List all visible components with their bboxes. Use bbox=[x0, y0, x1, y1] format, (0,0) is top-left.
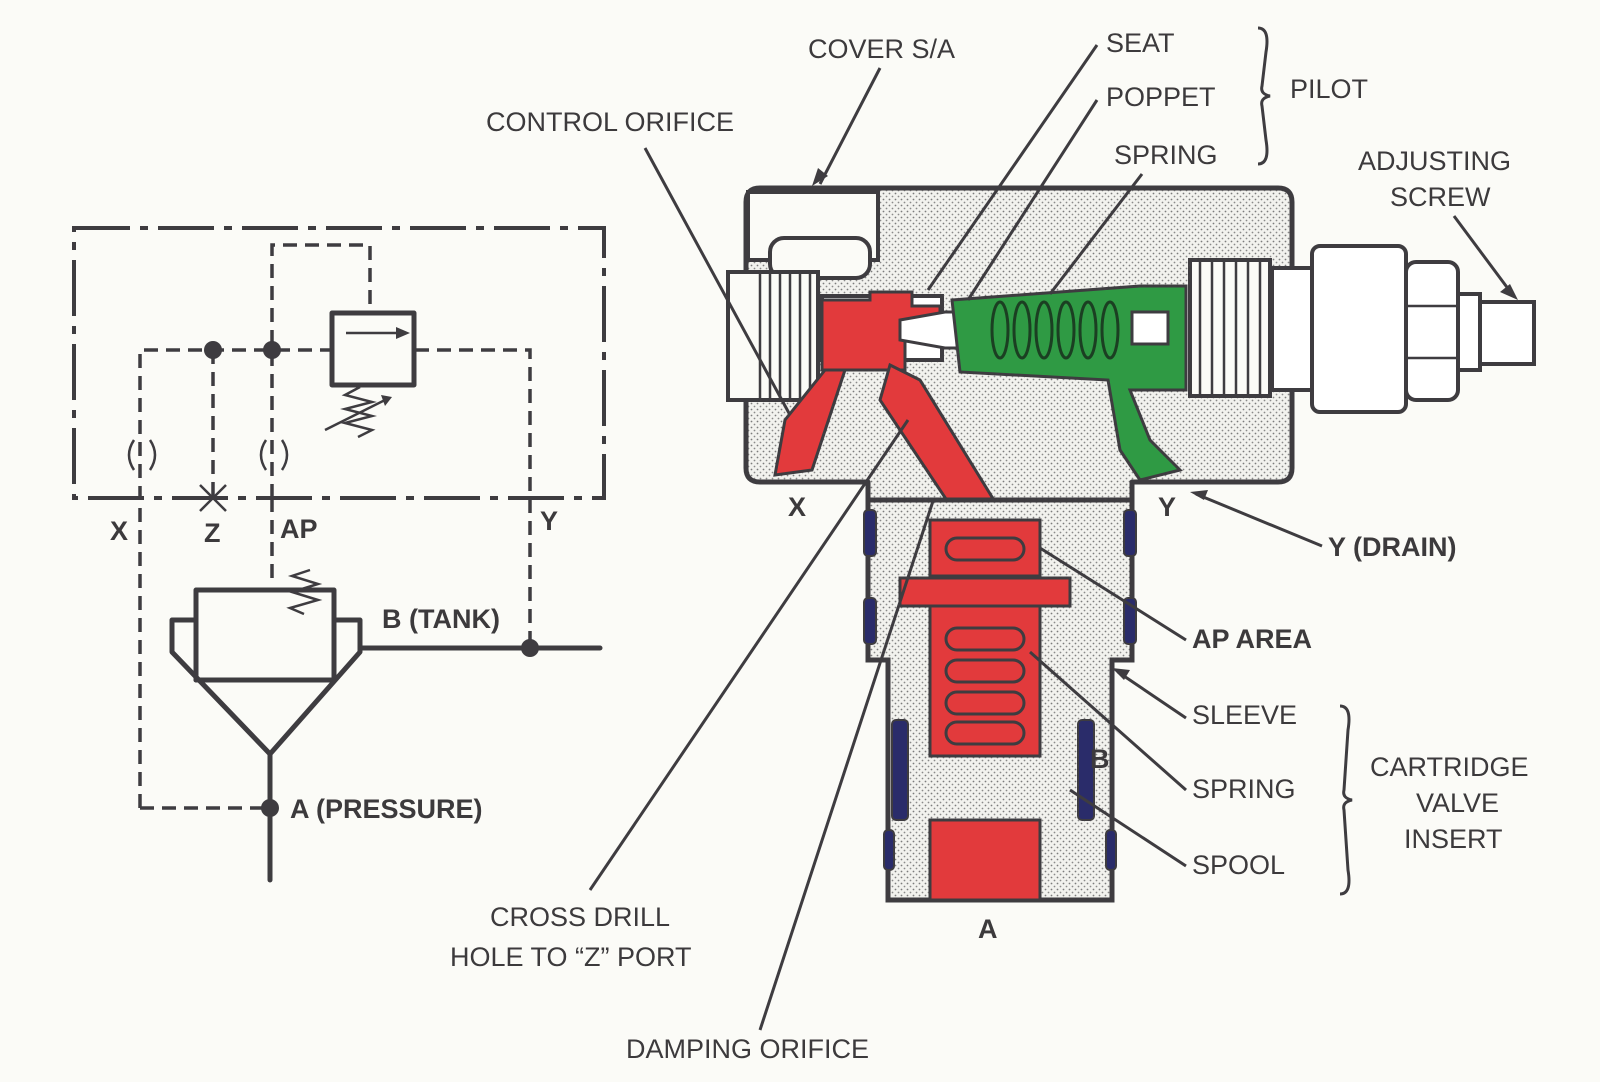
label-port-y: Y bbox=[1158, 492, 1176, 522]
leader-control-orifice bbox=[643, 147, 792, 416]
leader-y-drain bbox=[1195, 492, 1323, 548]
seal-ring bbox=[863, 509, 877, 557]
schematic-enclosure bbox=[72, 226, 606, 500]
label-control-orifice: CONTROL ORIFICE bbox=[486, 107, 734, 137]
label-cartridge-line3: INSERT bbox=[1404, 824, 1503, 854]
label-pilot: PILOT bbox=[1290, 74, 1368, 104]
leader-cross-drill bbox=[588, 419, 910, 891]
adjuster-collar bbox=[1270, 266, 1314, 392]
schematic-port-z: Z bbox=[204, 518, 221, 548]
leader-poppet bbox=[966, 99, 1099, 301]
schematic-port-x: X bbox=[110, 516, 128, 546]
plug-z-symbol bbox=[199, 484, 227, 512]
label-port-a: A bbox=[978, 914, 998, 944]
adjust-arrowhead bbox=[381, 395, 392, 406]
label-ap-area: AP AREA bbox=[1192, 624, 1312, 654]
pilot-spring-coils bbox=[990, 300, 1120, 360]
label-port-b: B bbox=[1090, 744, 1110, 774]
adjuster-nut bbox=[1310, 244, 1408, 414]
schematic-tank-label: B (TANK) bbox=[382, 604, 500, 634]
pilot-spring-green bbox=[950, 284, 1188, 482]
adjuster-threaded-body bbox=[1188, 258, 1272, 398]
label-cross-drill-line2: HOLE TO “Z” PORT bbox=[450, 942, 692, 972]
label-cartridge-line2: VALVE bbox=[1416, 788, 1499, 818]
seal-ring bbox=[1105, 829, 1117, 871]
label-y-drain: Y (DRAIN) bbox=[1328, 532, 1457, 562]
pilot-spring-guide bbox=[1130, 310, 1170, 346]
label-seat: SEAT bbox=[1106, 28, 1175, 58]
leader-damping-orifice bbox=[758, 497, 936, 1031]
seal-ring bbox=[1123, 509, 1137, 557]
schematic-pressure-label: A (PRESSURE) bbox=[290, 794, 483, 824]
label-poppet: POPPET bbox=[1106, 82, 1216, 112]
pilot-poppet-red bbox=[820, 290, 942, 372]
junction-dot bbox=[263, 341, 281, 359]
label-sleeve: SLEEVE bbox=[1192, 700, 1297, 730]
label-cartridge-line1: CARTRIDGE bbox=[1370, 752, 1529, 782]
adjuster-stem bbox=[1456, 292, 1482, 372]
leader-adjusting-screw bbox=[1452, 215, 1514, 295]
label-port-x: X bbox=[788, 492, 806, 522]
pilot-line-drain bbox=[415, 348, 532, 648]
arrowhead-cover bbox=[812, 168, 828, 186]
leader-cover bbox=[818, 67, 882, 185]
label-damping-orifice: DAMPING ORIFICE bbox=[626, 1034, 869, 1064]
spool-poppet bbox=[928, 818, 1042, 902]
seal-ring bbox=[883, 829, 895, 871]
seal-ring-b-port bbox=[1077, 719, 1095, 821]
hydraulic-schematic: X Z AP Y B (TANK) A (PRESSURE) bbox=[72, 226, 606, 883]
schematic-port-y: Y bbox=[540, 506, 558, 536]
adjuster-threads bbox=[1198, 262, 1262, 394]
leader-spring bbox=[1029, 650, 1187, 792]
pilot-brace bbox=[1257, 26, 1271, 166]
label-adjusting-screw-line1: ADJUSTING bbox=[1358, 146, 1511, 176]
seal-ring bbox=[1123, 597, 1137, 645]
label-spool: SPOOL bbox=[1192, 850, 1285, 880]
schematic-port-ap: AP bbox=[280, 514, 318, 544]
pilot-valve-arrowhead bbox=[396, 327, 410, 339]
label-pilot-spring: SPRING bbox=[1114, 140, 1218, 170]
leader-ap-area bbox=[1039, 546, 1187, 642]
cartridge-brace bbox=[1339, 704, 1353, 896]
spool-flange bbox=[898, 576, 1072, 608]
pilot-valve-symbol bbox=[329, 310, 417, 388]
arrowhead-adjusting-screw bbox=[1500, 284, 1518, 300]
ap-area-cap bbox=[928, 518, 1042, 578]
leader-spool bbox=[1069, 788, 1187, 868]
adjusting-screw-tip bbox=[1478, 300, 1536, 366]
pilot-line-top bbox=[270, 243, 372, 498]
main-spring-coils bbox=[944, 536, 1026, 746]
orifice-ap-symbol bbox=[259, 439, 289, 471]
seal-ring bbox=[863, 597, 877, 645]
adjuster-hex bbox=[1404, 260, 1460, 402]
junction-dot bbox=[204, 341, 222, 359]
orifice-x-symbol bbox=[127, 439, 157, 471]
leader-pilot-spring bbox=[1048, 173, 1144, 295]
arrowhead-sleeve bbox=[1112, 668, 1130, 680]
valve-cross-section: COVER S/A CONTROL ORIFICE SEAT POPPET SP… bbox=[450, 26, 1536, 1064]
main-valve-body bbox=[169, 587, 363, 757]
arrowhead-y-drain bbox=[1190, 490, 1208, 500]
label-spring: SPRING bbox=[1192, 774, 1296, 804]
leader-sleeve bbox=[1117, 670, 1187, 720]
adjust-arrow bbox=[324, 398, 386, 432]
left-plug bbox=[726, 270, 820, 402]
label-adjusting-screw-line2: SCREW bbox=[1390, 182, 1491, 212]
red-passage-left bbox=[773, 368, 848, 477]
label-cover: COVER S/A bbox=[808, 34, 955, 64]
label-cross-drill-line1: CROSS DRILL bbox=[490, 902, 670, 932]
seal-ring-b-port bbox=[891, 719, 909, 821]
leader-seat bbox=[926, 44, 1099, 291]
